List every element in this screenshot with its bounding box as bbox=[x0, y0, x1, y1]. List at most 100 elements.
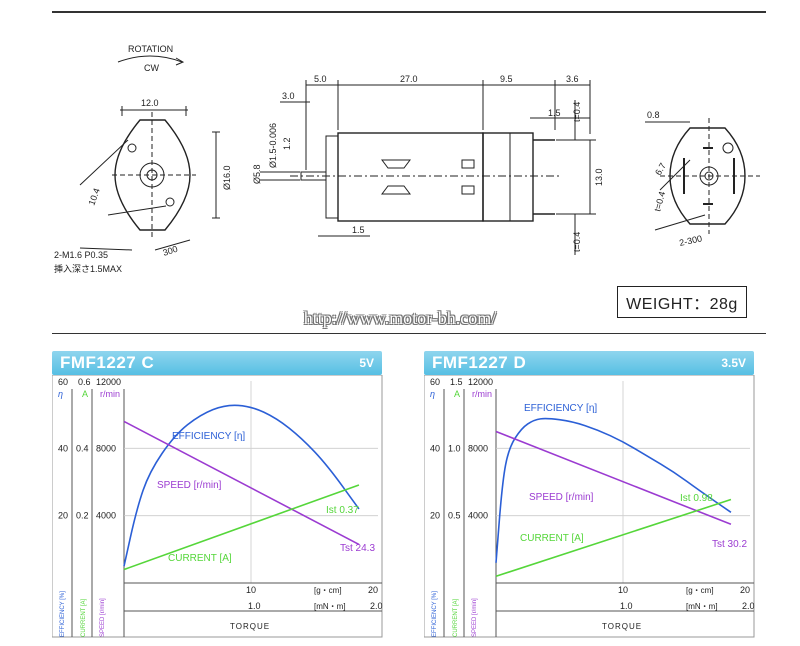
current-line bbox=[495, 498, 732, 578]
spd-tick: 8000 bbox=[468, 443, 488, 453]
dim-angle-300: 300 bbox=[162, 244, 179, 258]
cur-axis-title: CURRENT [A] bbox=[81, 598, 87, 637]
dim-1-5-top: 1.5 bbox=[548, 108, 561, 118]
chart-header-c: FMF1227 C 5V bbox=[52, 351, 382, 375]
cur-axis-title: CURRENT [A] bbox=[453, 598, 459, 637]
middle-rule bbox=[52, 333, 766, 334]
cur-tick: 0.2 bbox=[76, 511, 89, 521]
chart-header-d: FMF1227 D 3.5V bbox=[424, 351, 754, 375]
dim-3: 3.0 bbox=[282, 91, 295, 101]
cur-tick: 1.0 bbox=[448, 443, 461, 453]
x-unit-gcm: [g・cm] bbox=[686, 586, 714, 595]
eff-tick: 40 bbox=[430, 443, 440, 453]
x-unit-gcm: [g・cm] bbox=[314, 586, 342, 595]
dim-5: 5.0 bbox=[314, 74, 327, 84]
dim-shaft: Ø1.5-0.006 bbox=[268, 123, 278, 168]
screw-spec: 2-M1.6 P0.35 bbox=[54, 250, 108, 260]
current-label: CURRENT [A] bbox=[520, 533, 584, 544]
rotation-arrow bbox=[117, 55, 183, 63]
dimension-drawing: ROTATION CW 12.0 Ø16.0 10.4 300 2-M1.6 P… bbox=[54, 44, 760, 274]
dim-3-6: 3.6 bbox=[566, 74, 579, 84]
chart-voltage-c: 5V bbox=[359, 356, 374, 370]
spd-tick: 4000 bbox=[468, 511, 488, 521]
eff-tick: 20 bbox=[58, 511, 68, 521]
speed-line bbox=[495, 430, 732, 526]
efficiency-label: EFFICIENCY [η] bbox=[524, 403, 597, 414]
eff-axis-title: EFFICIENCY [%] bbox=[60, 591, 66, 637]
dim-0-8: 0.8 bbox=[647, 110, 660, 120]
dim-6-7: 6.7 bbox=[653, 161, 668, 177]
eff-tick: 20 bbox=[430, 511, 440, 521]
efficiency-curve bbox=[123, 404, 360, 567]
ist-label: Ist 0.98 bbox=[680, 493, 713, 504]
spd-axis-max: 12000 bbox=[96, 377, 121, 387]
dim-5-8: Ø5.8 bbox=[252, 164, 262, 184]
efficiency-curve bbox=[495, 417, 732, 563]
top-rule bbox=[52, 11, 766, 13]
x-tick-2: 2.0 bbox=[370, 601, 383, 611]
spd-unit: r/min bbox=[100, 389, 120, 399]
dim-1-2: 1.2 bbox=[282, 137, 292, 150]
x-unit-mnm: [mN・m] bbox=[314, 602, 346, 611]
x-tick-1: 1.0 bbox=[248, 601, 261, 611]
dim-t-top: t=0.4 bbox=[572, 102, 582, 122]
spd-tick: 8000 bbox=[96, 443, 116, 453]
cur-tick: 0.5 bbox=[448, 511, 461, 521]
weight-box: WEIGHT：28g bbox=[617, 286, 747, 318]
eff-unit: η bbox=[430, 389, 435, 399]
x-tick-10: 10 bbox=[618, 585, 628, 595]
dim-9-5: 9.5 bbox=[500, 74, 513, 84]
speed-label: SPEED [r/min] bbox=[529, 492, 594, 503]
x-unit-mnm: [mN・m] bbox=[686, 602, 718, 611]
cur-unit: A bbox=[454, 389, 460, 399]
motor-front-outline bbox=[114, 119, 191, 231]
dim-width-12: 12.0 bbox=[141, 98, 159, 108]
eff-unit: η bbox=[58, 389, 63, 399]
chart-title-d: FMF1227 D bbox=[432, 353, 527, 372]
chart-frame bbox=[52, 375, 383, 638]
x-tick-1: 1.0 bbox=[620, 601, 633, 611]
eff-axis-max: 60 bbox=[58, 377, 68, 387]
dim-dia-16: Ø16.0 bbox=[222, 165, 232, 190]
cur-unit: A bbox=[82, 389, 88, 399]
tst-label: Tst 24.3 bbox=[340, 543, 375, 554]
x-axis-label: TORQUE bbox=[230, 622, 270, 631]
screw-depth: 挿入深さ1.5MAX bbox=[54, 263, 122, 274]
eff-axis-title: EFFICIENCY [%] bbox=[432, 591, 438, 637]
cur-axis-max: 0.6 bbox=[78, 377, 91, 387]
ist-label: Ist 0.37 bbox=[326, 505, 359, 516]
spd-unit: r/min bbox=[472, 389, 492, 399]
current-line bbox=[123, 484, 360, 571]
dim-hole-span: 10.4 bbox=[86, 187, 101, 207]
website-url[interactable]: http://www.motor-bh.com/ bbox=[303, 308, 497, 328]
rotation-label: ROTATION bbox=[128, 44, 173, 54]
eff-tick: 40 bbox=[58, 443, 68, 453]
motor-rear-outline bbox=[669, 127, 746, 225]
chart-voltage-d: 3.5V bbox=[721, 356, 746, 370]
speed-label: SPEED [r/min] bbox=[157, 480, 222, 491]
rotation-direction: CW bbox=[144, 63, 159, 73]
spd-axis-title: SPEED [r/min] bbox=[100, 598, 106, 637]
tst-label: Tst 30.2 bbox=[712, 539, 747, 550]
current-label: CURRENT [A] bbox=[168, 553, 232, 564]
x-tick-20: 20 bbox=[368, 585, 378, 595]
speed-line bbox=[123, 420, 360, 546]
cur-tick: 0.4 bbox=[76, 443, 89, 453]
spd-axis-title: SPEED [r/min] bbox=[472, 598, 478, 637]
dim-27: 27.0 bbox=[400, 74, 418, 84]
cur-axis-max: 1.5 bbox=[450, 377, 463, 387]
x-tick-2: 2.0 bbox=[742, 601, 755, 611]
chart-frame bbox=[424, 375, 755, 638]
dim-1-5-bottom: 1.5 bbox=[352, 225, 365, 235]
motor-body bbox=[337, 132, 484, 222]
x-axis-label: TORQUE bbox=[602, 622, 642, 631]
dim-13: 13.0 bbox=[594, 168, 604, 186]
x-tick-10: 10 bbox=[246, 585, 256, 595]
spd-axis-max: 12000 bbox=[468, 377, 493, 387]
efficiency-label: EFFICIENCY [η] bbox=[172, 431, 245, 442]
eff-axis-max: 60 bbox=[430, 377, 440, 387]
dim-t-bottom: t=0.4 bbox=[572, 232, 582, 252]
x-tick-20: 20 bbox=[740, 585, 750, 595]
